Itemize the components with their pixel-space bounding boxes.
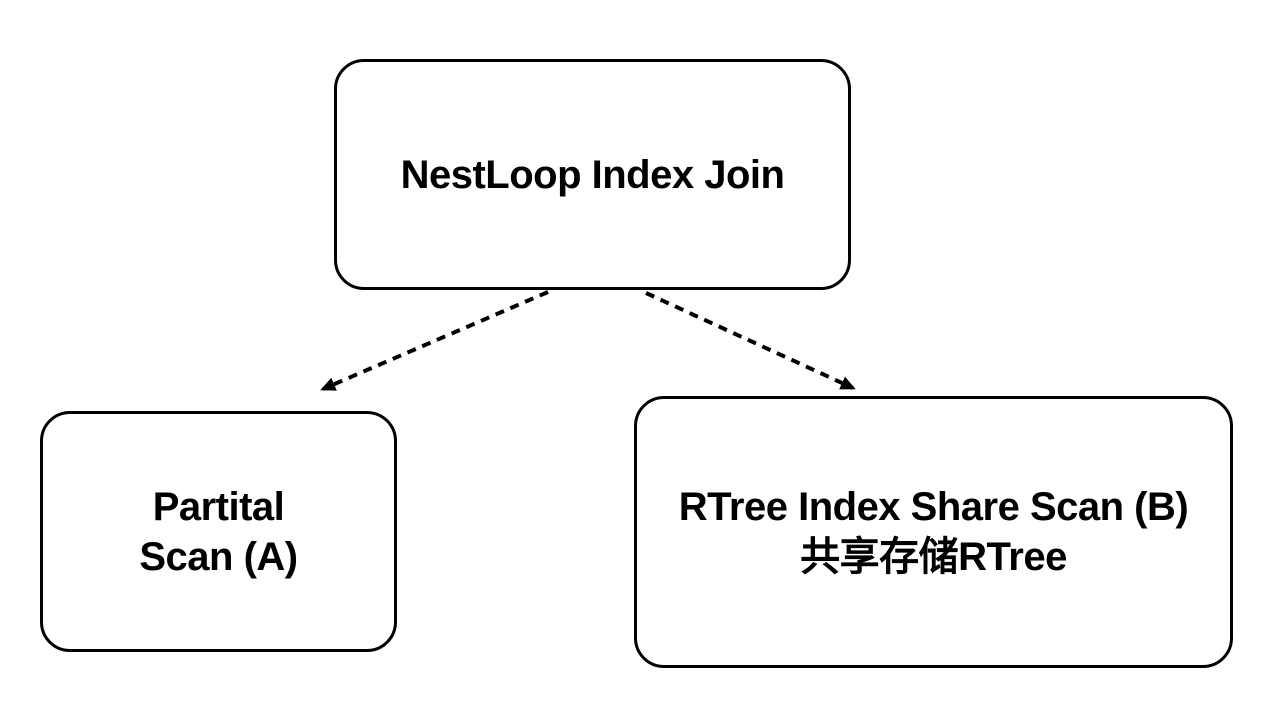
node-partital-scan-a: Partital Scan (A) xyxy=(40,411,397,652)
node-label-line: 共享存储RTree xyxy=(800,535,1067,579)
node-label-line: Scan (A) xyxy=(139,534,298,579)
node-label-line: Partital xyxy=(152,484,285,529)
edge-root-to-scan-b xyxy=(645,291,856,390)
node-label-line: RTree Index Share Scan (B) xyxy=(678,485,1189,529)
edge-root-to-scan-a xyxy=(320,290,549,391)
node-rtree-index-share-scan-b: RTree Index Share Scan (B) 共享存储RTree xyxy=(634,396,1233,668)
node-label: NestLoop Index Join xyxy=(400,152,785,197)
node-nestloop-index-join: NestLoop Index Join xyxy=(334,59,851,290)
